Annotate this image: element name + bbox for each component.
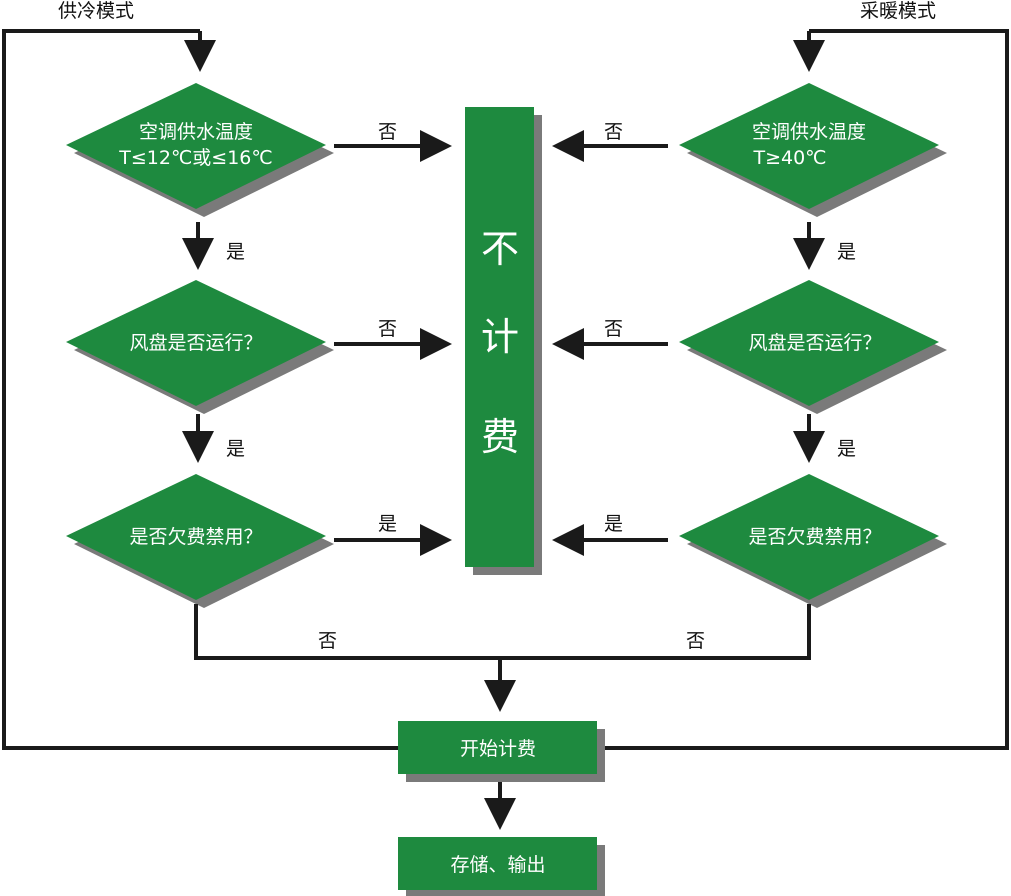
no-charge-char-3: 费 bbox=[481, 415, 519, 459]
left-no-label-1: 否 bbox=[378, 121, 397, 143]
left-cond3: 是否欠费禁用？ bbox=[129, 526, 262, 548]
merge-line bbox=[194, 604, 811, 660]
right-diamond-3 bbox=[679, 474, 939, 600]
no-charge-box bbox=[465, 107, 534, 567]
left-yes-label-3: 是 bbox=[378, 513, 397, 535]
right-no-label-1: 否 bbox=[604, 121, 623, 143]
right-yes-label-3: 是 bbox=[604, 513, 623, 535]
heating-loop-line bbox=[604, 29, 1009, 750]
left-yes-label-2: 是 bbox=[226, 438, 245, 460]
store-output-label: 存储、输出 bbox=[450, 854, 545, 876]
store-output-box bbox=[398, 837, 597, 890]
left-no-label-3: 否 bbox=[318, 630, 337, 652]
cooling-mode-label: 供冷模式 bbox=[58, 0, 134, 22]
right-no-label-3: 否 bbox=[686, 630, 705, 652]
start-billing-label: 开始计费 bbox=[460, 738, 536, 760]
left-diamond-2 bbox=[66, 280, 326, 406]
right-yes-label-1: 是 bbox=[837, 241, 856, 263]
right-diamond-2 bbox=[679, 280, 939, 406]
right-yes-label-2: 是 bbox=[837, 438, 856, 460]
right-cond1-line1: 空调供水温度 bbox=[752, 121, 866, 143]
left-diamond-3 bbox=[66, 474, 326, 600]
cooling-loop-line bbox=[2, 29, 398, 750]
right-no-label-2: 否 bbox=[604, 318, 623, 340]
right-diamond-1 bbox=[679, 83, 939, 209]
heating-mode-label: 采暖模式 bbox=[860, 0, 936, 22]
start-billing-box bbox=[398, 721, 597, 774]
left-cond1-line1: 空调供水温度 bbox=[139, 121, 253, 143]
left-cond1-line2: T≤12℃或≤16℃ bbox=[118, 147, 272, 169]
right-cond2: 风盘是否运行？ bbox=[748, 332, 881, 354]
right-cond1-line2: T≥40℃ bbox=[752, 147, 826, 169]
no-charge-char-1: 不 bbox=[481, 227, 519, 271]
left-cond2: 风盘是否运行？ bbox=[129, 332, 262, 354]
no-charge-char-2: 计 bbox=[481, 315, 519, 359]
left-no-label-2: 否 bbox=[378, 318, 397, 340]
right-cond3: 是否欠费禁用？ bbox=[748, 526, 881, 548]
left-yes-label-1: 是 bbox=[226, 241, 245, 263]
left-diamond-1 bbox=[66, 83, 326, 209]
